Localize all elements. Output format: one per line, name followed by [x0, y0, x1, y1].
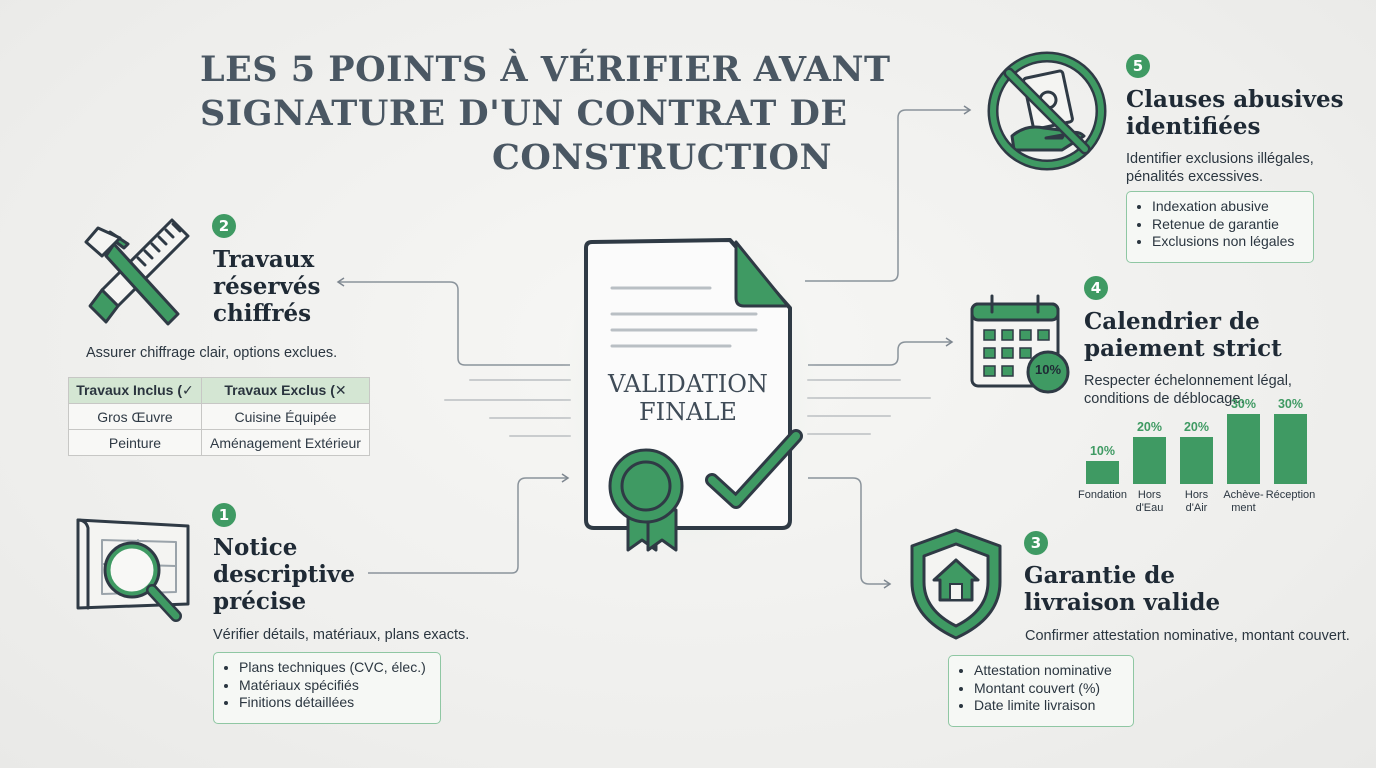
badge-point-2: 2	[212, 214, 236, 238]
chart-bar	[1180, 437, 1213, 484]
heading-point-3: Garantie de livraison valide	[1024, 562, 1221, 616]
list-item: Montant couvert (%)	[974, 680, 1123, 698]
heading-point-5: Clauses abusives identifiées	[1126, 86, 1344, 140]
chart-bar	[1227, 414, 1260, 484]
chart-value-label: 20%	[1183, 420, 1210, 434]
chart-value-label: 30%	[1277, 397, 1304, 411]
checklist-point-1: Plans techniques (CVC, élec.) Matériaux …	[213, 652, 441, 724]
title-line-2: SIGNATURE D'UN CONTRAT DE	[200, 93, 848, 134]
title-line-1: LES 5 POINTS À VÉRIFIER AVANT	[200, 49, 891, 90]
description-point-1: Vérifier détails, matériaux, plans exact…	[213, 627, 470, 643]
table-header-excluded: Travaux Exclus (✕	[200, 377, 371, 404]
connector-point-4	[808, 337, 954, 366]
checklist-point-3: Attestation nominative Montant couvert (…	[948, 655, 1134, 727]
shield-house-icon	[910, 528, 1002, 640]
table-header-row: Travaux Inclus (✓ Travaux Exclus (✕	[68, 377, 371, 404]
description-point-5: Identifier exclusions illégales, pénalit…	[1126, 151, 1314, 185]
connector-point-2	[336, 277, 570, 366]
connector-point-1	[368, 473, 570, 574]
heading-point-1: Notice descriptive précise	[213, 534, 355, 615]
connector-point-5	[805, 105, 972, 282]
list-item: Matériaux spécifiés	[239, 677, 430, 695]
contract-document-icon	[560, 220, 820, 560]
calendar-percent-label: 10%	[1034, 362, 1062, 377]
list-item: Retenue de garantie	[1152, 216, 1303, 234]
checklist-point-5: Indexation abusive Retenue de garantie E…	[1126, 191, 1314, 263]
speed-lines-right	[807, 379, 931, 435]
hammer-saw-icon	[84, 218, 190, 326]
heading-point-2: Travaux réservés chiffrés	[213, 246, 321, 327]
list-item: Date limite livraison	[974, 697, 1123, 715]
list-item: Exclusions non légales	[1152, 233, 1303, 251]
no-money-icon	[987, 51, 1107, 171]
chart-bar	[1274, 414, 1307, 484]
chart-value-label: 10%	[1089, 444, 1116, 458]
badge-point-4: 4	[1084, 276, 1108, 300]
description-point-3: Confirmer attestation nominative, montan…	[1025, 628, 1350, 644]
page-title: LES 5 POINTS À VÉRIFIER AVANT SIGNATURE …	[200, 48, 891, 180]
chart-category-label: Achève-ment	[1223, 489, 1264, 514]
center-label: VALIDATION FINALE	[608, 370, 768, 426]
badge-point-5: 5	[1126, 54, 1150, 78]
badge-point-1: 1	[212, 503, 236, 527]
list-item: Attestation nominative	[974, 662, 1123, 680]
title-line-3: CONSTRUCTION	[491, 137, 832, 178]
table-row: Gros Œuvre Cuisine Équipée	[68, 403, 371, 430]
list-item: Plans techniques (CVC, élec.)	[239, 659, 430, 677]
badge-point-3: 3	[1024, 531, 1048, 555]
chart-value-label: 20%	[1136, 420, 1163, 434]
chart-category-label: Fondation	[1078, 489, 1127, 501]
table-row: Peinture Aménagement Extérieur	[68, 429, 371, 456]
chart-category-label: Réception	[1265, 489, 1316, 501]
heading-point-4: Calendrier de paiement strict	[1084, 308, 1282, 362]
table-header-included: Travaux Inclus (✓	[68, 377, 202, 404]
list-item: Finitions détaillées	[239, 694, 430, 712]
magnifier-plan-icon	[76, 518, 190, 622]
description-point-2: Assurer chiffrage clair, options exclues…	[86, 345, 338, 361]
chart-value-label: 30%	[1230, 397, 1257, 411]
speed-lines-left	[444, 379, 571, 437]
list-item: Indexation abusive	[1152, 198, 1303, 216]
description-point-4: Respecter échelonnement légal, condition…	[1084, 373, 1292, 407]
chart-bar	[1086, 461, 1119, 484]
works-table: Travaux Inclus (✓ Travaux Exclus (✕ Gros…	[68, 377, 371, 456]
connector-point-3	[808, 477, 892, 589]
chart-bar	[1133, 437, 1166, 484]
calendar-percent-icon	[970, 294, 1070, 394]
